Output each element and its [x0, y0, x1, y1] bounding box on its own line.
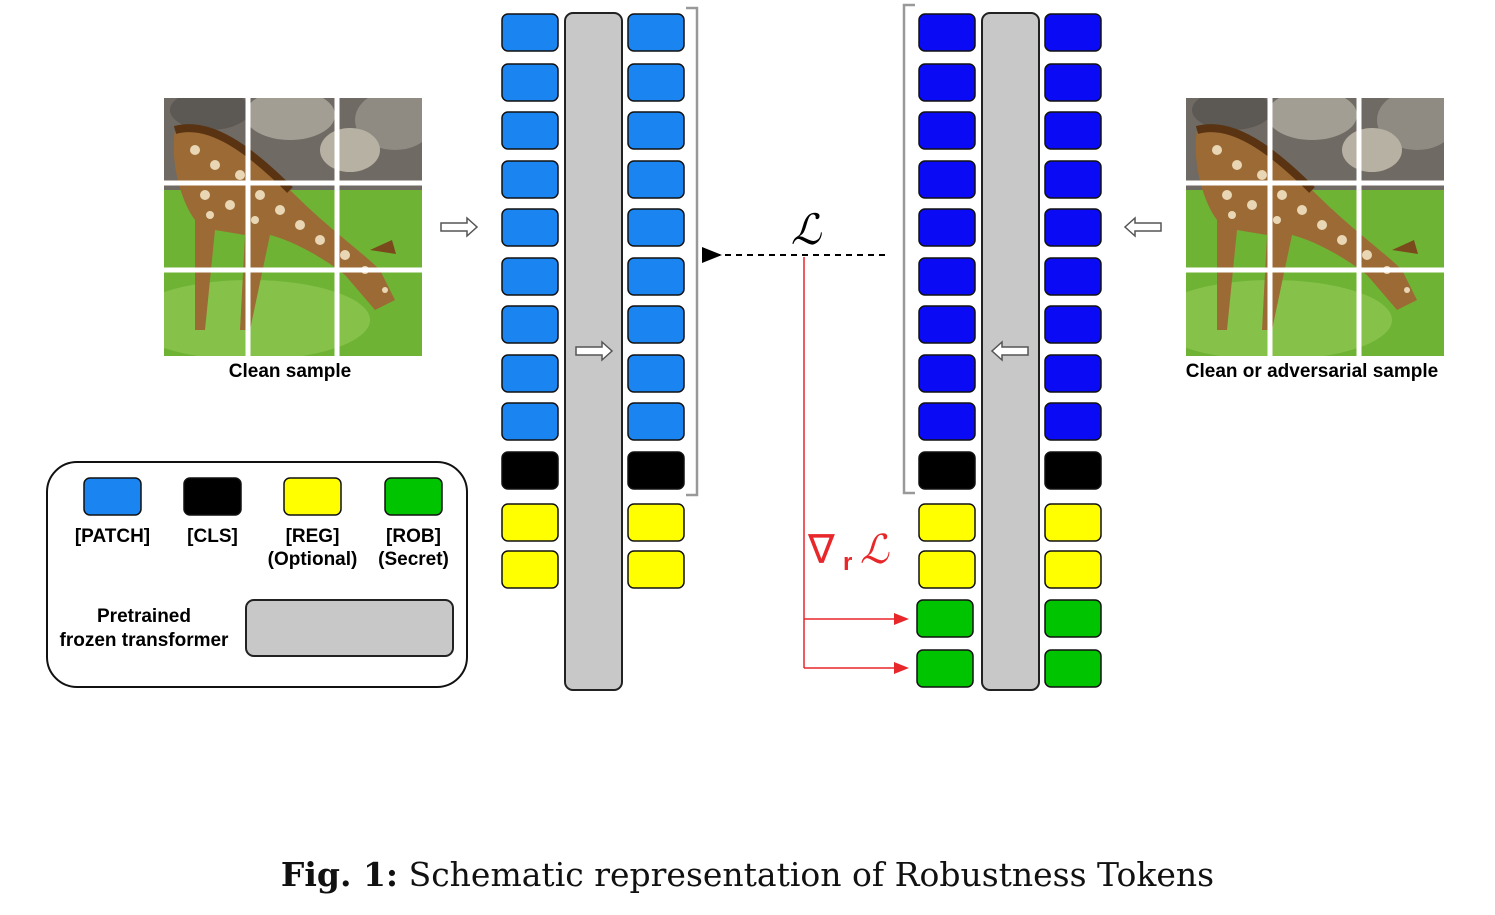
left-output-patch-token	[627, 160, 685, 199]
left-output-reg-token	[627, 550, 685, 589]
right-output-patch-token	[918, 402, 976, 441]
right-output-rob-token	[1044, 649, 1102, 688]
left-output-patch-token	[627, 63, 685, 102]
right-output-cls-token	[918, 451, 976, 490]
gradient-lines	[803, 257, 909, 674]
figure-caption: Fig. 1: Schematic representation of Robu…	[0, 855, 1495, 894]
nabla-symbol: ∇	[807, 528, 835, 572]
right-output-patch-token	[918, 63, 976, 102]
left-output-patch-token	[627, 208, 685, 247]
left-output-bracket	[686, 6, 699, 497]
left-input-patch-token	[501, 63, 559, 102]
left-arrow-icon	[1123, 216, 1162, 238]
legend-label: [REG]	[286, 526, 340, 547]
transformer-right-arrow-icon	[575, 340, 614, 362]
right-output-reg-token	[918, 503, 976, 542]
left-input-patch-token	[501, 111, 559, 150]
right-output-patch-token	[918, 305, 976, 344]
legend-label: [CLS]	[187, 526, 238, 547]
legend-label: [PATCH]	[75, 526, 150, 547]
right-output-patch-token	[918, 257, 976, 296]
left-input-patch-token	[501, 13, 559, 52]
right-arrow-icon	[440, 216, 479, 238]
left-input-reg-token	[501, 503, 559, 542]
left-input-patch-token	[501, 208, 559, 247]
legend-swatch	[283, 477, 342, 516]
right-input-reg-token	[1044, 503, 1102, 542]
right-input-patch-token	[1044, 13, 1102, 52]
left-input-cls-token	[501, 451, 559, 490]
loss-symbol: ℒ	[791, 205, 822, 254]
left-input-reg-token	[501, 550, 559, 589]
gradient-label: ∇ r ℒ	[807, 527, 890, 576]
adversarial-sample-image	[1184, 96, 1446, 358]
adversarial-sample-label: Clean or adversarial sample	[1186, 361, 1438, 382]
right-rob-token	[916, 599, 974, 638]
right-input-reg-token	[1044, 550, 1102, 589]
right-input-patch-token	[1044, 257, 1102, 296]
legend-swatch	[183, 477, 242, 516]
left-output-patch-token	[627, 354, 685, 393]
caption-text: Schematic representation of Robustness T…	[408, 855, 1215, 894]
clean-sample-image	[162, 96, 424, 358]
caption-prefix: Fig. 1:	[280, 855, 399, 894]
legend-transformer-label-2: frozen transformer	[60, 630, 230, 651]
right-output-rob-token	[1044, 599, 1102, 638]
legend-transformer-swatch	[245, 599, 454, 657]
right-input-patch-token	[1044, 305, 1102, 344]
right-input-patch-token	[1044, 111, 1102, 150]
right-output-bracket	[902, 3, 915, 495]
clean-sample-label: Clean sample	[229, 361, 352, 382]
legend-swatch	[83, 477, 142, 516]
gradient-subscript: r	[843, 549, 852, 576]
left-input-patch-token	[501, 257, 559, 296]
legend-sublabel: (Secret)	[378, 549, 449, 570]
right-input-patch-token	[1044, 63, 1102, 102]
right-input-patch-token	[1044, 208, 1102, 247]
right-input-patch-token	[1044, 160, 1102, 199]
left-output-cls-token	[627, 451, 685, 490]
legend-sublabel: (Optional)	[268, 549, 358, 570]
left-input-patch-token	[501, 354, 559, 393]
left-input-patch-token	[501, 305, 559, 344]
right-input-cls-token	[1044, 451, 1102, 490]
right-output-patch-token	[918, 13, 976, 52]
right-output-patch-token	[918, 208, 976, 247]
legend-swatch	[384, 477, 443, 516]
left-output-patch-token	[627, 402, 685, 441]
left-input-patch-token	[501, 160, 559, 199]
left-input-patch-token	[501, 402, 559, 441]
right-output-patch-token	[918, 354, 976, 393]
gradient-loss-symbol: ℒ	[860, 527, 890, 573]
legend-label: [ROB]	[386, 526, 441, 547]
right-input-patch-token	[1044, 402, 1102, 441]
left-output-patch-token	[627, 257, 685, 296]
right-output-reg-token	[918, 550, 976, 589]
legend: [PATCH] [CLS] [REG](Optional) [ROB](Secret)…	[46, 461, 468, 688]
transformer-left-arrow-icon	[990, 340, 1029, 362]
left-output-patch-token	[627, 305, 685, 344]
right-output-patch-token	[918, 160, 976, 199]
right-output-patch-token	[918, 111, 976, 150]
right-input-patch-token	[1044, 354, 1102, 393]
left-output-patch-token	[627, 111, 685, 150]
legend-transformer-label-1: Pretrained	[97, 606, 191, 627]
left-output-patch-token	[627, 13, 685, 52]
left-output-reg-token	[627, 503, 685, 542]
right-rob-token	[916, 649, 974, 688]
